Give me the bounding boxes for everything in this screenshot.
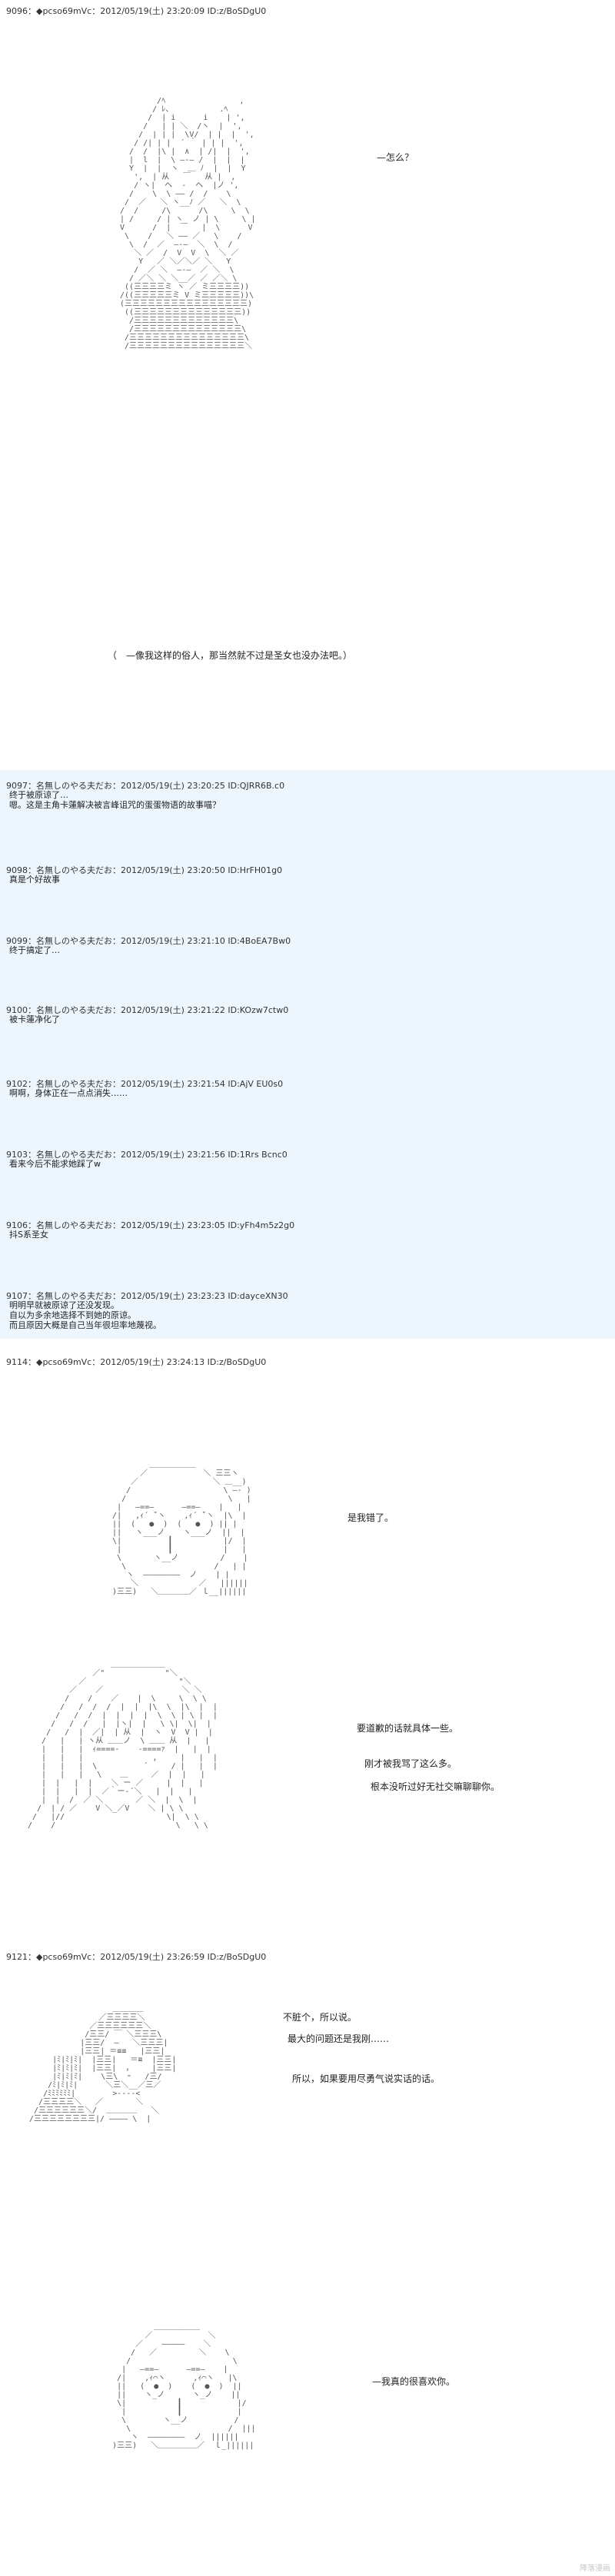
- speech-line-3: 要道歉的话就具体一些。: [357, 1723, 459, 1734]
- post-header-9097: 9097：名無しのやる夫だお：2012/05/19(土) 23:20:25 ID…: [6, 781, 285, 791]
- post-body-9103: 看来今后不能求她踩了w: [9, 1159, 101, 1169]
- post-body-9107: 明明早就被原谅了还没发现。 自以为多余地选择不到她的原谅。 而且原因大概是自己当…: [9, 1300, 161, 1330]
- ascii-art-figure-1: /ﾍ , / ﾚ、 .ﾍ / | i i | ', / | | ＼ /ヽ | '…: [120, 97, 256, 350]
- post-header-9121: 9121：◆pcso69mVc：2012/05/19(土) 23:26:59 I…: [6, 1952, 267, 1962]
- post-body-9097: 终于被原谅了… 嗯。这是主角卡蓮解决被言峰诅咒的蛋蛋物语的故事喵？: [9, 790, 221, 810]
- post-header-9096: 9096：◆pcso69mVc：2012/05/19(土) 23:20:09 I…: [6, 6, 267, 16]
- post-header-9106: 9106：名無しのやる夫だお：2012/05/19(土) 23:23:05 ID…: [6, 1220, 295, 1230]
- speech-line-1: —怎么？: [377, 152, 414, 163]
- ascii-art-figure-2: ＿＿＿＿＿＿＿ ／" "＼ ／ "＼ ／ ／ ＼ ＼ / / ／ | \ \ \…: [28, 1661, 218, 1830]
- speech-line-4: 刚才被我骂了这么多。: [364, 1758, 457, 1769]
- reply-block: [0, 770, 615, 1339]
- speech-line-9: —我真的很喜欢你。: [372, 2376, 456, 2387]
- post-header-9100: 9100：名無しのやる夫だお：2012/05/19(土) 23:21:22 ID…: [6, 1005, 289, 1015]
- post-header-9102: 9102：名無しのやる夫だお：2012/05/19(土) 23:21:54 ID…: [6, 1079, 284, 1089]
- speech-line-2: 是我错了。: [347, 1512, 394, 1523]
- post-body-9099: 终于搞定了…: [9, 945, 60, 955]
- post-header-9103: 9103：名無しのやる夫だお：2012/05/19(土) 23:21:56 ID…: [6, 1150, 288, 1160]
- post-header-9099: 9099：名無しのやる夫だお：2012/05/19(土) 23:21:10 ID…: [6, 936, 291, 946]
- speech-line-6: 不脏个，所以说。: [283, 2012, 357, 2023]
- ascii-art-face-1: ＿＿＿＿＿＿ ／ ＼ 三三ヽ ／ ＼ ＿__) / \ ―‐ ) / \ | |…: [112, 1461, 251, 1596]
- post-body-9102: 啊啊，身体正在一点点消失……: [9, 1088, 128, 1098]
- speech-line-5: 根本没听过好无社交嘛聊聊你。: [371, 1781, 500, 1792]
- post-header-9114: 9114：◆pcso69mVc：2012/05/19(土) 23:24:13 I…: [6, 1357, 267, 1367]
- ascii-art-face-2: ＿＿＿＿ ／三三三三＼ ／三三三三三三＼ /三三/ ￣ ＼三三三\ |三三/ ―…: [29, 2005, 177, 2123]
- post-body-9098: 真是个好故事: [9, 875, 60, 885]
- post-body-9106: 抖S系圣女: [9, 1230, 48, 1240]
- post-header-9107: 9107：名無しのやる夫だお：2012/05/19(土) 23:23:23 ID…: [6, 1291, 288, 1301]
- speech-line-7: 最大的问题还是我刚……: [288, 2033, 390, 2044]
- post-header-9098: 9098：名無しのやる夫だお：2012/05/19(土) 23:20:50 ID…: [6, 865, 283, 875]
- ascii-art-face-3: ＿＿＿＿＿＿ ／ ＼ ／ ――――― ＼ / ／ ＼ \ / \ | ―==― …: [112, 2323, 256, 2450]
- watermark-text: 降落漫画: [580, 2564, 610, 2573]
- post-body-9100: 被卡蓮净化了: [9, 1014, 60, 1024]
- narration-line: （ —像我这样的俗人，那当然就不过是圣女也没办法吧。）: [108, 650, 353, 661]
- speech-line-8: 所以，如果要用尽勇气说实话的话。: [292, 2073, 440, 2084]
